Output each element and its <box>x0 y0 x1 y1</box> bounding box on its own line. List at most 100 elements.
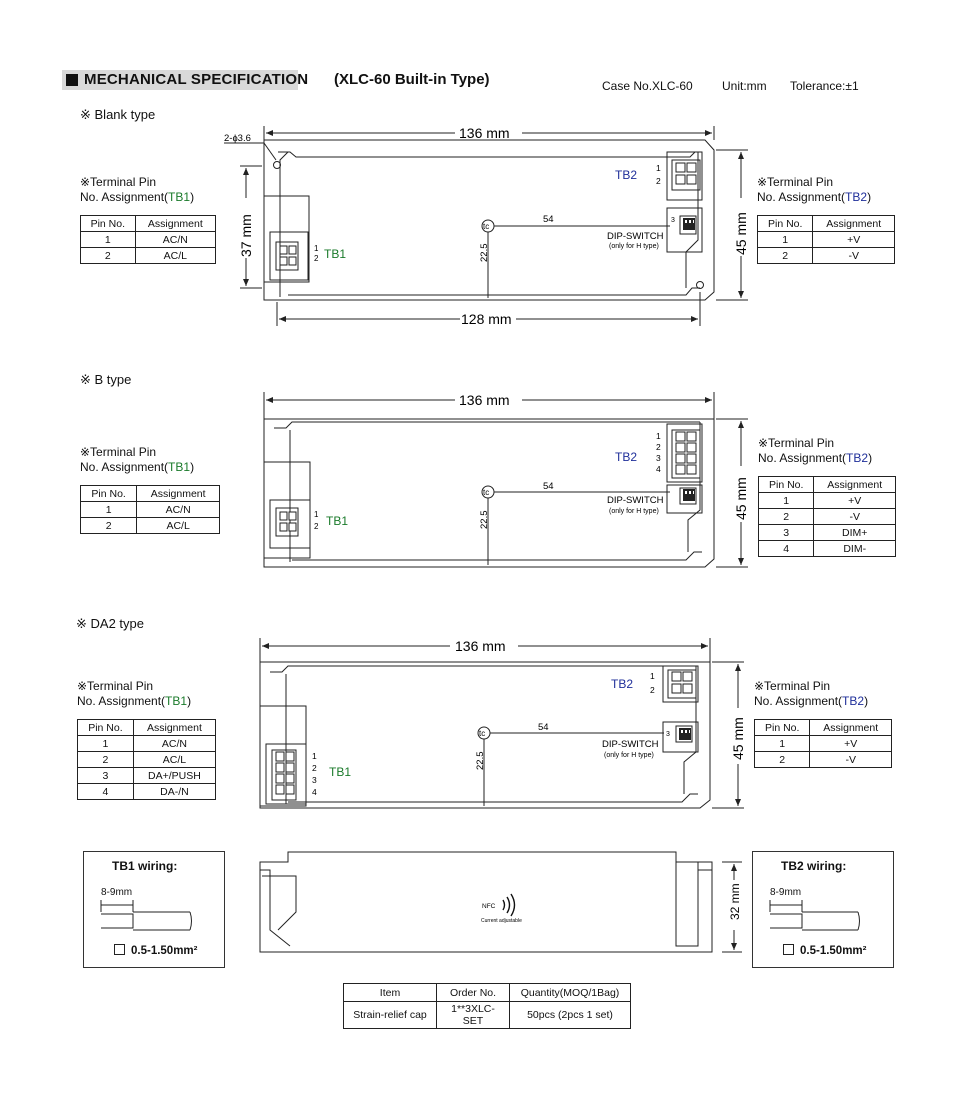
assignment-cell: AC/N <box>132 735 217 752</box>
checkbox-icon <box>783 944 794 955</box>
assignment-prefix: No. Assignment( <box>80 190 169 204</box>
tb2-pin-heading: ※Terminal Pin No. Assignment(TB2) <box>757 175 872 204</box>
table-row: 2-V <box>757 508 896 525</box>
pin-cell: 2 <box>757 508 815 525</box>
tb1-wiring-box <box>83 851 225 968</box>
blank-dip-switch-label: DIP-SWITCH <box>607 231 664 242</box>
blank-dip-switch-icon <box>683 218 695 230</box>
svg-text:1: 1 <box>656 431 661 441</box>
svg-text:3: 3 <box>671 217 675 224</box>
header-assignment: Assignment <box>132 719 217 736</box>
header-assignment: Assignment <box>809 719 892 736</box>
da2-tb2-table: Pin No.Assignment 1+V 2-V <box>753 719 892 768</box>
terminal-pin-label: ※Terminal Pin <box>80 175 157 189</box>
square-bullet-icon <box>66 74 78 86</box>
svg-text:4: 4 <box>656 464 661 474</box>
pin-cell: 1 <box>753 735 811 752</box>
assignment-prefix: No. Assignment( <box>757 190 846 204</box>
assignment-cell: AC/N <box>136 501 220 518</box>
blank-tb1-terminal <box>279 245 297 266</box>
header-pin-no: Pin No. <box>77 719 134 736</box>
tb2-name: TB2 <box>845 190 868 204</box>
da2-type-label: ※ DA2 type <box>76 616 144 631</box>
tb2-wire-icon <box>769 900 860 931</box>
case-number: Case No.XLC-60 <box>602 79 693 93</box>
tb2-pin-heading: ※Terminal Pin No. Assignment(TB2) <box>754 679 869 708</box>
svg-text:3: 3 <box>312 775 317 785</box>
tb1-name: TB1 <box>168 190 191 204</box>
b-tb1-label: TB1 <box>326 514 348 528</box>
svg-text:2: 2 <box>312 763 317 773</box>
b-dim-22-5: 22.5 <box>479 511 490 530</box>
table-row: 1+V <box>753 735 892 752</box>
assignment-cell: -V <box>812 247 895 264</box>
table-row: 2-V <box>753 751 892 768</box>
svg-text:1: 1 <box>656 163 661 173</box>
assignment-cell: +V <box>813 492 896 509</box>
da2-tc-label: tc <box>479 729 485 738</box>
header-pin-no: Pin No. <box>756 215 814 232</box>
tb1-name: TB1 <box>165 694 188 708</box>
terminal-pin-label: ※Terminal Pin <box>77 679 154 693</box>
blank-tb2-terminal <box>675 162 697 185</box>
order-number-cell: 1**3XLC-SET <box>436 1001 510 1029</box>
tb1-pin-heading: ※Terminal Pin No. Assignment(TB1) <box>77 679 192 708</box>
pin-cell: 2 <box>79 517 138 534</box>
header-pin-no: Pin No. <box>757 476 815 493</box>
order-quantity-cell: 50pcs (2pcs 1 set) <box>509 1001 631 1029</box>
table-row: 2-V <box>756 247 895 264</box>
blank-dim-22-5: 22.5 <box>479 244 490 263</box>
svg-text:2: 2 <box>314 254 319 263</box>
assignment-cell: -V <box>809 751 892 768</box>
assignment-cell: AC/L <box>136 517 220 534</box>
svg-text:1: 1 <box>650 671 655 681</box>
da2-dim-22-5: 22.5 <box>475 752 486 771</box>
blank-dim-54: 54 <box>543 214 554 225</box>
da2-dip-switch-label: DIP-SWITCH <box>602 739 659 750</box>
tb1-pin-heading: ※Terminal Pin No. Assignment(TB1) <box>80 175 195 204</box>
blank-tb2-table: Pin No.Assignment 1+V 2-V <box>756 215 895 264</box>
side-height: 32 mm <box>728 883 742 920</box>
b-dip-note: (only for H type) <box>609 508 659 515</box>
b-height-right: 45 mm <box>733 477 749 520</box>
pin-cell: 2 <box>756 247 814 264</box>
pin-cell: 3 <box>77 767 134 784</box>
assignment-cell: -V <box>813 508 896 525</box>
svg-text:2: 2 <box>656 442 661 452</box>
blank-height-right: 45 mm <box>733 212 749 255</box>
tb1-wire-icon <box>100 900 192 931</box>
svg-text:2: 2 <box>314 522 319 531</box>
da2-height-right: 45 mm <box>730 717 746 760</box>
da2-width-top: 136 mm <box>455 638 506 654</box>
b-dim-54: 54 <box>543 481 554 492</box>
da2-tb1-label: TB1 <box>329 765 351 779</box>
blank-tc-label: tc <box>483 222 489 231</box>
unit-label: Unit:mm <box>722 79 767 93</box>
blank-height-left: 37 mm <box>238 214 254 257</box>
tb2-wire-spec: 0.5-1.50mm² <box>783 944 866 957</box>
nfc-icon <box>502 893 516 917</box>
da2-dip-switch-icon <box>679 728 691 740</box>
tb2-name: TB2 <box>846 451 869 465</box>
checkbox-icon <box>114 944 125 955</box>
order-header-order-no: Order No. <box>436 983 510 1002</box>
assignment-cell: DA+/PUSH <box>132 767 217 784</box>
tb1-strip-length: 8-9mm <box>101 887 133 898</box>
svg-text:2: 2 <box>650 685 655 695</box>
blank-width-bottom: 128 mm <box>461 311 512 327</box>
b-type-body <box>263 392 748 568</box>
page-title: MECHANICAL SPECIFICATION <box>84 71 309 88</box>
b-width-top: 136 mm <box>459 392 510 408</box>
table-row: 1+V <box>757 492 896 509</box>
svg-text:2: 2 <box>656 176 661 186</box>
blank-type-body <box>224 126 748 326</box>
da2-tb2-label: TB2 <box>611 677 633 691</box>
tb1-wire-spec-text: 0.5-1.50mm² <box>131 945 198 957</box>
terminal-pin-label: ※Terminal Pin <box>758 436 835 450</box>
